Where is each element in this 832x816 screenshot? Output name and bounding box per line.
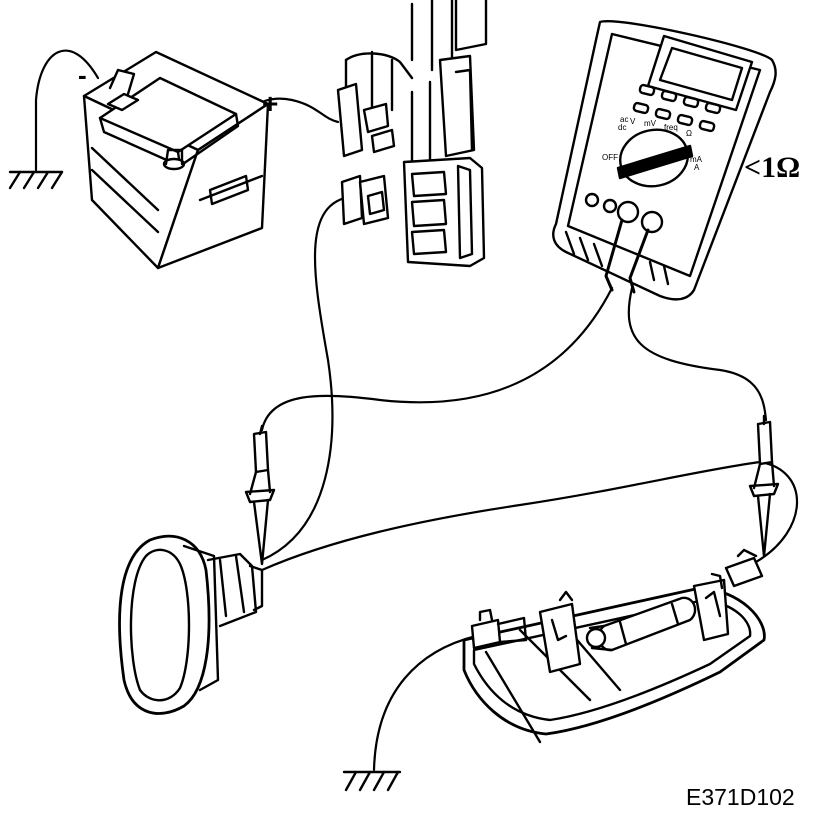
- battery-positive-label: +: [262, 88, 279, 119]
- svg-text:ac: ac: [620, 115, 628, 124]
- svg-text:dc: dc: [618, 123, 626, 132]
- multimeter: ac V dc mV freq Ω mA A OFF: [553, 21, 775, 299]
- wire-fuse-to-switch: [262, 196, 360, 560]
- rocker-switch: [120, 536, 262, 713]
- battery-negative-label: -: [78, 60, 87, 90]
- switch-rocker: [131, 550, 189, 700]
- lamp-connector-right: [726, 550, 762, 586]
- ground-symbol-light: [344, 772, 400, 790]
- wire-meter-right-probe: [629, 288, 766, 420]
- svg-text:OFF: OFF: [602, 153, 618, 162]
- multimeter-display: [648, 36, 752, 110]
- wire-switch-to-light: [262, 462, 797, 570]
- svg-text:mA: mA: [690, 155, 703, 164]
- wire-meter-left-probe: [262, 288, 612, 430]
- meter-lead-left: [606, 220, 622, 290]
- multimeter-buttons: [633, 84, 721, 131]
- battery-side: [158, 104, 268, 268]
- lamp-right-contact: [694, 574, 728, 640]
- meter-lead-right: [630, 230, 648, 292]
- fuse-socket-lower: [342, 176, 362, 224]
- wire-light-to-ground: [374, 636, 476, 770]
- lamp-bulb: [587, 598, 695, 650]
- svg-text:freq: freq: [664, 123, 678, 132]
- svg-text:V: V: [630, 117, 636, 126]
- lamp-left-contact: [540, 592, 580, 672]
- ground-symbol-battery: [10, 172, 62, 188]
- lamp-connector-left: [472, 610, 526, 648]
- fuse-box: [338, 0, 486, 266]
- battery: [84, 52, 268, 268]
- fuse-socket-upper: [338, 84, 362, 156]
- svg-text:Ω: Ω: [686, 129, 692, 138]
- multimeter-mode-labels: ac V dc mV freq Ω mA A OFF: [602, 115, 703, 172]
- meter-reading-label: <1Ω: [744, 151, 801, 184]
- lamp-housing: [464, 588, 764, 734]
- probe-right: [750, 416, 778, 556]
- meter-jack-2: [604, 200, 616, 212]
- lamp-assembly: [464, 550, 764, 742]
- meter-jack-1: [586, 194, 598, 206]
- svg-text:A: A: [694, 163, 700, 172]
- svg-text:mV: mV: [644, 119, 657, 128]
- figure-code-label: E371D102: [686, 784, 795, 810]
- wire-battery-negative-to-ground: [36, 51, 98, 170]
- probe-left: [246, 426, 274, 564]
